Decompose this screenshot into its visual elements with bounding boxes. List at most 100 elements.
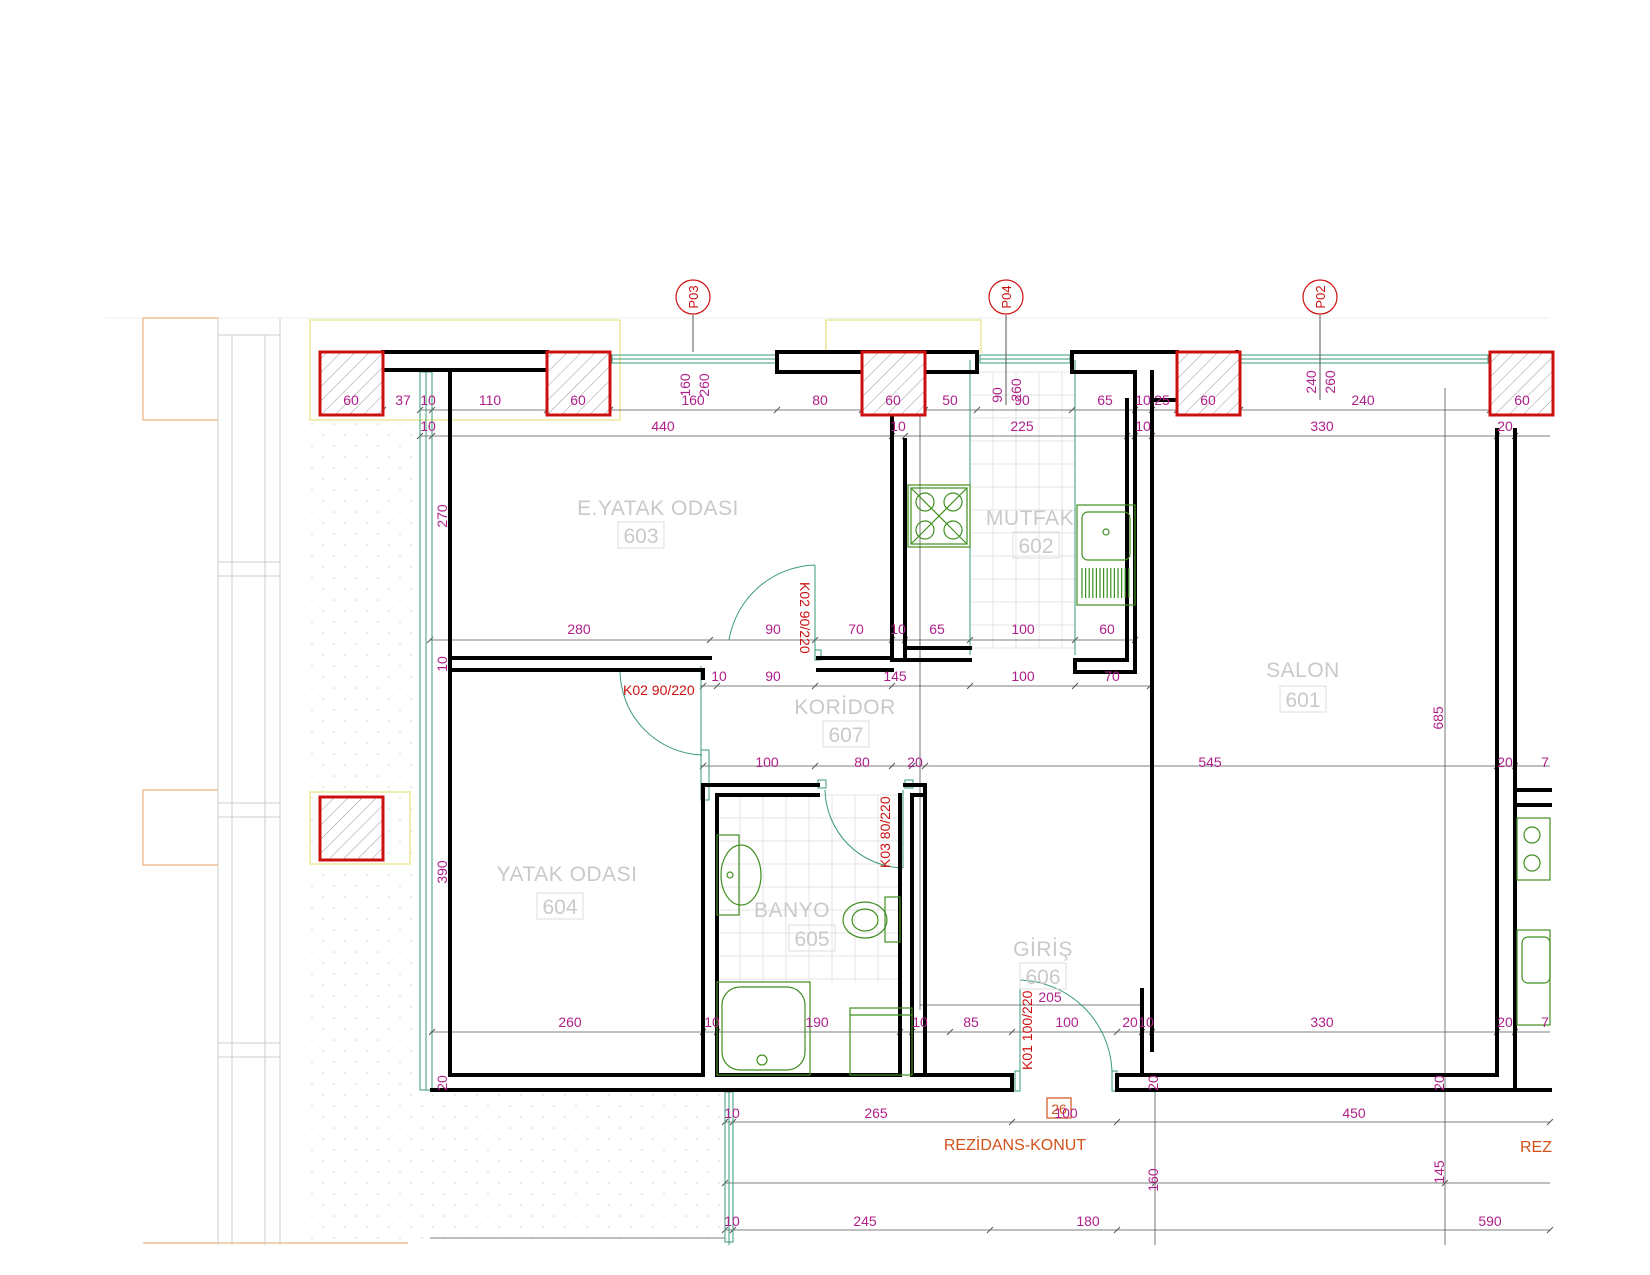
dim: 10 [711,668,727,684]
walls [381,350,1552,1092]
dim: 265 [864,1105,888,1121]
kitchen-sink-icon [1076,504,1136,606]
dim: 110 [479,392,502,408]
room-name: E.YATAK ODASI [577,497,739,520]
dim: 10 [1135,392,1151,408]
dimension-tick [921,762,929,770]
dim: 65 [929,621,945,637]
dim: 330 [1310,1014,1334,1030]
dim: 20 [1497,418,1513,434]
dimension-tick [1113,1226,1121,1234]
dim: 20 [434,1075,450,1091]
dim: 145 [1431,1160,1447,1184]
dimension-tick [986,1226,994,1234]
room-name: BANYO [754,899,830,922]
dim: 280 [567,621,591,637]
dim: 240 [1303,370,1319,394]
dim: 100 [1011,621,1035,637]
structural-columns [318,350,1555,862]
dimension-tick [773,406,781,414]
dim: 545 [1198,754,1222,770]
dim: 160 [681,392,705,408]
door-labels: K02 90/220 K02 90/220 K03 80/220 K01 100… [623,582,1035,1070]
dim: 80 [812,392,828,408]
dimension-tick [1008,1028,1016,1036]
dim: 225 [1010,418,1034,434]
dimension-tick [908,762,916,770]
dim: 60 [570,392,586,408]
dim: 20 [1122,1014,1138,1030]
dim: 70 [848,621,864,637]
door-label-k03: K03 80/220 [877,796,893,868]
room-yatak-odasi: YATAK ODASI 604 [497,863,637,920]
dim: 70 [1104,668,1120,684]
dim: 7 [1541,1014,1549,1030]
washbasin-icon [716,834,762,916]
dimension-tick [713,682,721,690]
dim: 60 [885,392,901,408]
dim: 245 [853,1213,877,1229]
dim: 90 [765,621,781,637]
door-label-k02-top: K02 90/220 [797,582,813,654]
dimension-tick [811,682,819,690]
dim: 37 [395,392,411,408]
dim: 10 [1135,418,1151,434]
dim: 440 [651,418,675,434]
entry-tag: 26 [1051,1101,1067,1117]
dim: 100 [1011,668,1035,684]
door-label-k01: K01 100/220 [1019,990,1035,1070]
dim: 60 [1514,392,1530,408]
dimension-tick [1151,1179,1159,1187]
room-number: 607 [828,724,863,747]
dim: 20 [1497,1014,1513,1030]
dim: 60 [1099,621,1115,637]
zone-labels: REZİDANS-KONUT REZ 26 [944,1097,1552,1156]
dimension-tick [1071,682,1079,690]
room-number: 606 [1025,966,1060,989]
dim: 260 [696,373,712,397]
dimension-tick [888,682,896,690]
neighbor-sink-icon [1516,929,1551,1026]
dim: 685 [1430,706,1446,730]
dim: 205 [1038,989,1062,1005]
dim: 20 [1497,754,1513,770]
room-name: MUTFAK [986,507,1074,530]
dim: 10 [724,1213,740,1229]
dim: 270 [434,504,450,528]
dim: 180 [1076,1213,1100,1229]
dim: 20 [907,754,923,770]
axis-label: P04 [999,285,1014,308]
dim: 25 [1154,392,1170,408]
room-banyo: BANYO 605 [754,899,836,952]
dimension-tick [1113,1028,1121,1036]
neighbor-stove-icon [1516,817,1551,881]
dim: 20 [1145,1075,1161,1091]
dim: 590 [1478,1213,1502,1229]
balcony-area [105,317,1550,1245]
dim: 190 [805,1014,829,1030]
dim: 65 [1097,392,1113,408]
axis-p03: P03 [675,279,711,352]
dim: 60 [1200,392,1216,408]
dim: 10 [890,418,906,434]
room-name: GİRİŞ [1013,938,1073,961]
dim: 10 [890,621,906,637]
room-salon: SALON 601 [1266,659,1339,713]
dim: 10 [704,1014,720,1030]
dim: 7 [1541,754,1549,770]
dim: 20 [1431,1075,1447,1091]
zone-label-rezidans: REZİDANS-KONUT [944,1135,1086,1154]
dim: 50 [942,392,958,408]
dim: 260 [1322,370,1338,394]
dim: 10 [434,656,450,672]
dimension-tick [1546,1226,1554,1234]
dimension-tick [1113,1118,1121,1126]
shower-tray-icon [716,981,811,1076]
dim: 145 [883,668,907,684]
dim: 390 [434,860,450,884]
dim: 330 [1310,418,1334,434]
dimension-tick [973,406,981,414]
dim: 260 [558,1014,582,1030]
room-number: 603 [623,525,658,548]
dim: 240 [1351,392,1375,408]
